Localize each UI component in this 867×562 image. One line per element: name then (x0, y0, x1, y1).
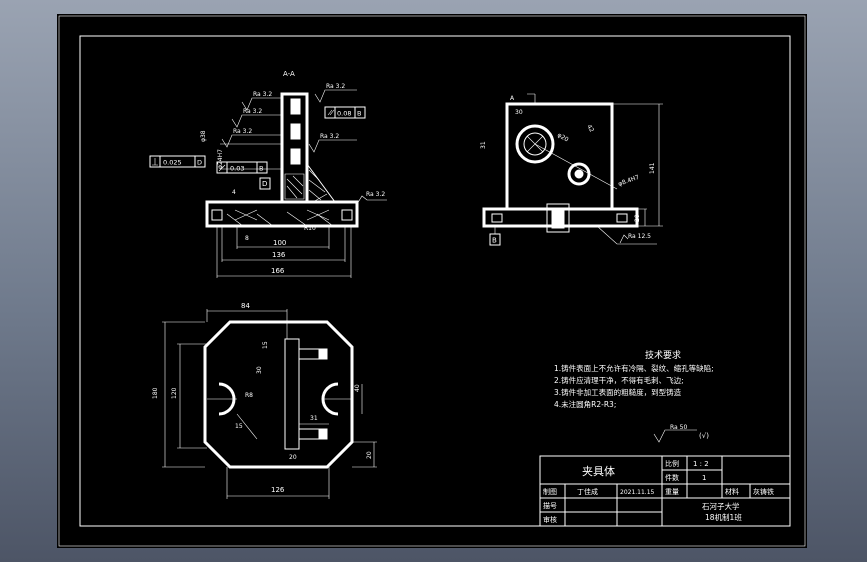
qty-value: 1 (702, 474, 706, 482)
bore-circle (515, 124, 555, 164)
dim-r8: R8 (245, 392, 253, 399)
flat-datum: B (259, 165, 263, 173)
dim-15-plan: 15 (262, 341, 269, 349)
rough-4: Ra 3.2 (326, 83, 345, 90)
dim-4: 4 (232, 189, 236, 196)
tech-item-4: 4.未注圆角R2-R3; (554, 399, 616, 409)
dim-d20: φ20 (556, 132, 570, 144)
tech-item-3: 3.铸件非加工表面的粗糙度，到型铸造 (554, 387, 682, 397)
inner-border (79, 35, 791, 527)
dim-30-plan: 30 (256, 366, 263, 374)
dim-r10: R10 (304, 225, 316, 232)
rough-5: Ra 3.2 (320, 133, 339, 140)
cad-drawing: A-A 166 136 100 4 8 R10 φ38 φ24H7 (58, 15, 806, 547)
dim-20-plan-a: 20 (289, 454, 297, 461)
rough-50: Ra 50 (670, 424, 687, 431)
dim-40-plan: 40 (354, 384, 361, 392)
flatness-tolerance: 0.03 B (216, 161, 268, 174)
dim-180: 180 (152, 387, 159, 399)
dim-d38: φ38 (200, 130, 207, 142)
dim-141: 141 (649, 162, 656, 174)
parallel-tolerance: 0.08 B (324, 106, 366, 119)
scale-value: 1 : 2 (693, 460, 709, 468)
dim-42-side: 42 (585, 124, 595, 134)
dim-126: 126 (271, 486, 285, 494)
title-block: 夹具体 比例 1 : 2 件数 1 重量 材料 灰铸铁 制图 丁佳成 2021.… (539, 455, 791, 527)
dim-8: 8 (245, 235, 249, 242)
dim-15-plan-b: 15 (235, 423, 243, 430)
material-label: 材料 (725, 487, 739, 496)
rough-2: Ra 3.2 (243, 108, 262, 115)
perp-datum: D (197, 159, 202, 167)
datum-d: D (262, 180, 267, 188)
class-name: 18机制1班 (705, 512, 742, 522)
rough-6: Ra 3.2 (366, 191, 385, 198)
rough-3: Ra 3.2 (233, 128, 252, 135)
outer-border (58, 15, 806, 547)
dim-d8: φ8.4H7 (617, 174, 640, 188)
side-view: A 30 31 42 φ20 φ8.4H7 141 20 Ra 12.5 B (480, 93, 663, 246)
dim-20-plan-b: 20 (366, 451, 373, 459)
dim-30-side: 30 (515, 109, 523, 116)
drawn-by: 丁佳成 (577, 487, 598, 496)
part-name: 夹具体 (582, 464, 615, 478)
parallel-datum: B (357, 110, 361, 118)
datum-b: B (492, 237, 497, 245)
drawn-date: 2021.11.15 (620, 489, 655, 496)
qty-label: 件数 (665, 473, 679, 482)
side-label-a: A (510, 95, 515, 102)
tech-title: 技术要求 (645, 349, 681, 361)
tech-item-1: 1.铸件表面上不允许有冷隔、裂纹、缩孔等缺陷; (554, 363, 714, 373)
dim-100: 100 (273, 239, 286, 247)
tech-requirements: 技术要求 1.铸件表面上不允许有冷隔、裂纹、缩孔等缺陷; 2.铸件应清理干净，不… (554, 349, 714, 443)
drawn-label: 制图 (543, 487, 557, 496)
dim-84: 84 (241, 302, 250, 310)
perp-value: 0.025 (163, 159, 182, 167)
rough-general: (√) (699, 432, 709, 440)
drawing-viewport[interactable]: A-A 166 136 100 4 8 R10 φ38 φ24H7 (57, 14, 807, 548)
section-title: A-A (283, 70, 295, 78)
front-section-view: A-A 166 136 100 4 8 R10 φ38 φ24H7 (149, 70, 387, 278)
dim-136: 136 (272, 251, 286, 259)
weight-label: 重量 (665, 488, 679, 496)
perpendicular-tolerance: 0.025 D (149, 155, 206, 168)
check-label: 审核 (543, 515, 557, 524)
tech-item-2: 2.铸件应清理干净，不得有毛刺、飞边; (554, 375, 684, 385)
school-name: 石河子大学 (702, 501, 740, 511)
dim-20-side: 20 (634, 214, 641, 222)
scale-label: 比例 (665, 459, 679, 468)
plan-view: 84 180 120 30 15 15 31 20 20 126 40 R8 (152, 302, 377, 499)
rough-1: Ra 3.2 (253, 91, 272, 98)
parallel-value: 0.08 (337, 110, 351, 118)
material-value: 灰铸铁 (753, 487, 774, 496)
dim-d24: φ24H7 (217, 149, 224, 169)
dim-166: 166 (271, 267, 285, 275)
dim-31-side: 31 (480, 141, 487, 149)
flat-value: 0.03 (230, 165, 244, 173)
dim-31-plan: 31 (310, 415, 318, 422)
rough-12-5: Ra 12.5 (628, 233, 651, 240)
dim-120: 120 (171, 387, 178, 399)
design-label: 描号 (543, 501, 557, 510)
